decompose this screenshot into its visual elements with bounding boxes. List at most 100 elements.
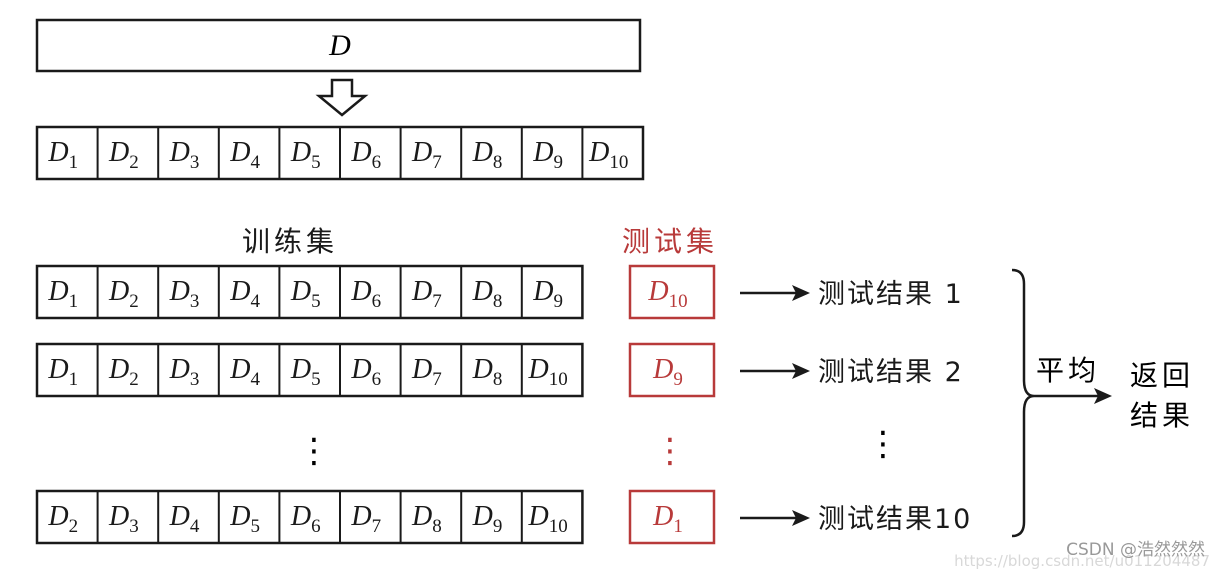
train-fold-cell-label: D6: [290, 501, 321, 537]
train-fold-cell-label: D7: [350, 501, 381, 537]
train-fold-outline: [35, 264, 584, 320]
train-fold-cell-label-subscript: 8: [432, 516, 442, 537]
train-fold-cell-label-subscript: 5: [250, 516, 260, 537]
train-fold-cell-label: D3: [108, 501, 139, 537]
train-fold-outline: [35, 342, 584, 398]
train-fold-cell-label-subscript: 5: [311, 291, 321, 312]
train-fold-cell-label-subscript: 9: [553, 291, 563, 312]
test-fold-label: D10: [647, 276, 687, 312]
train-fold-cell-label: D7: [411, 276, 442, 312]
test-result-label: 测试结果 1: [818, 279, 964, 310]
train-fold-cell-label: D6: [350, 276, 381, 312]
test-fold-label: D1: [652, 501, 683, 537]
split-fold-cell-label-subscript: 9: [553, 152, 563, 173]
train-fold-cell-label-subscript: 7: [432, 369, 442, 390]
train-fold-cell-label-subscript: 9: [493, 516, 503, 537]
average-arrow-head-icon: [1094, 388, 1112, 404]
return-result-label-line2: 结果: [1130, 399, 1194, 432]
test-result-label: 测试结果 2: [818, 357, 964, 388]
split-fold-cell-label: D4: [229, 137, 260, 173]
split-fold-cell-label: D2: [108, 137, 139, 173]
test-fold-label-subscript: 9: [673, 369, 683, 390]
train-fold-cell-label: D7: [411, 354, 442, 390]
train-ellipsis: ⋮: [297, 431, 331, 471]
train-fold-cell-label-subscript: 2: [129, 369, 139, 390]
train-fold-cell-label-subscript: 6: [372, 369, 382, 390]
split-fold-cell-label-subscript: 10: [609, 152, 628, 173]
train-fold-cell-label-subscript: 1: [69, 291, 79, 312]
train-fold-cell-label: D3: [169, 354, 200, 390]
test-fold-label: D9: [652, 354, 683, 390]
split-fold-cell-label: D9: [532, 137, 563, 173]
test-result-label: 测试结果10: [818, 504, 972, 535]
split-down-arrow-icon: [315, 78, 369, 117]
train-fold-cell-label: D2: [108, 354, 139, 390]
train-fold-cell-label-subscript: 2: [129, 291, 139, 312]
split-fold-cell-label-subscript: 4: [250, 152, 260, 173]
train-fold-cell-label: D8: [472, 354, 503, 390]
dataset-label: D: [328, 29, 351, 62]
train-fold-cell-label-subscript: 10: [549, 516, 568, 537]
train-fold-cell-label-subscript: 1: [69, 369, 79, 390]
average-label: 平均: [1036, 354, 1100, 387]
train-fold-cell-label: D1: [47, 276, 78, 312]
train-fold-cell-label: D6: [350, 354, 381, 390]
test-fold-box: [628, 489, 716, 545]
train-fold-cell-label: D5: [290, 354, 321, 390]
split-fold-cell-label: D1: [47, 137, 78, 173]
train-fold-cell-label: D8: [411, 501, 442, 537]
result-arrow-head-icon: [792, 285, 810, 301]
result-arrow-head-icon: [792, 510, 810, 526]
train-fold-cell-label: D3: [169, 276, 200, 312]
split-fold-cell-label: D3: [169, 137, 200, 173]
train-fold-cell-label: D4: [229, 354, 260, 390]
split-fold-cell-label-subscript: 8: [493, 152, 503, 173]
train-fold-cell-label: D2: [108, 276, 139, 312]
split-fold-cell-label-subscript: 1: [69, 152, 79, 173]
split-fold-cell-label: D10: [588, 137, 628, 173]
fold-row: D1 D2 D3 D4 D5 D6 D7 D8 D10 D9 测试结果 2: [35, 342, 964, 398]
split-fold-cell-label-subscript: 5: [311, 152, 321, 173]
train-fold-cell-label-subscript: 4: [250, 291, 260, 312]
results-brace: [1011, 268, 1035, 538]
split-fold-cell-label-subscript: 2: [129, 152, 139, 173]
result-ellipsis: ⋮: [866, 424, 900, 464]
test-fold-box: [628, 342, 716, 398]
train-fold-cell-label-subscript: 6: [372, 291, 382, 312]
result-arrow-head-icon: [792, 363, 810, 379]
train-fold-cell-label: D10: [527, 501, 567, 537]
train-fold-cell-label-subscript: 3: [190, 369, 200, 390]
train-fold-cell-label-subscript: 2: [69, 516, 79, 537]
train-fold-cell-label-subscript: 4: [190, 516, 200, 537]
test-fold-label-subscript: 1: [673, 516, 683, 537]
train-set-label: 训练集: [242, 225, 338, 258]
train-fold-cell-label: D4: [229, 276, 260, 312]
csdn-watermark: CSDN @浩然然然: [1066, 540, 1205, 560]
train-fold-cell-label-subscript: 8: [493, 291, 503, 312]
train-fold-cell-label: D8: [472, 276, 503, 312]
train-fold-cell-label: D10: [527, 354, 567, 390]
train-fold-cell-label-subscript: 5: [311, 369, 321, 390]
train-fold-cell-label: D9: [532, 276, 563, 312]
return-result-label-line1: 返回: [1130, 359, 1194, 392]
train-fold-cell-label-subscript: 7: [372, 516, 382, 537]
train-fold-cell-label: D4: [169, 501, 200, 537]
train-fold-cell-label: D1: [47, 354, 78, 390]
train-fold-cell-label-subscript: 4: [250, 369, 260, 390]
test-fold-label-subscript: 10: [669, 291, 688, 312]
split-fold-cell-label: D8: [472, 137, 503, 173]
split-fold-cell-label: D7: [411, 137, 442, 173]
train-fold-cell-label: D2: [47, 501, 78, 537]
train-fold-outline: [35, 489, 584, 545]
train-fold-cell-label-subscript: 3: [129, 516, 139, 537]
split-fold-cell-label-subscript: 7: [432, 152, 442, 173]
test-ellipsis: ⋮: [653, 431, 687, 471]
test-fold-box: [628, 264, 716, 320]
split-fold-cell-label: D6: [350, 137, 381, 173]
split-fold-cell-label-subscript: 3: [190, 152, 200, 173]
split-fold-cell-label-subscript: 6: [372, 152, 382, 173]
